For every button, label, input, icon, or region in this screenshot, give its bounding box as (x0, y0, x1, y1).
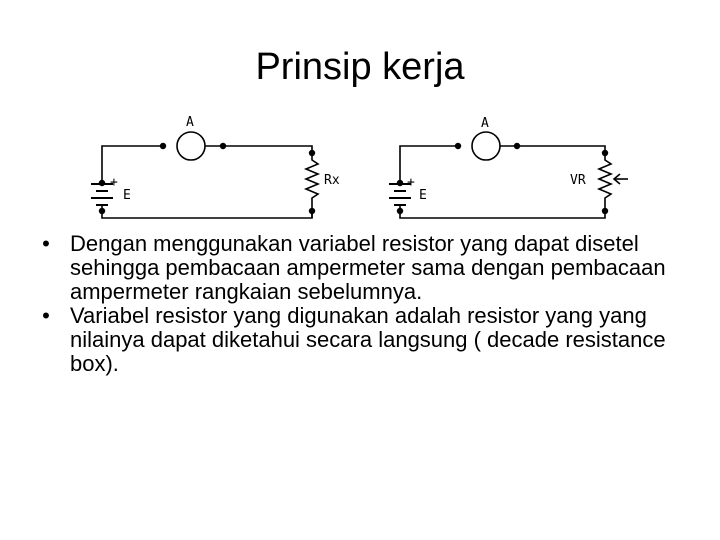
left-circuit-wires (101, 145, 313, 219)
left-ammeter (176, 131, 206, 161)
bullet-item: • Variabel resistor yang digunakan adala… (36, 304, 686, 376)
left-resistor-label: Rx (324, 173, 340, 188)
slide-title: Prinsip kerja (255, 46, 465, 88)
right-polarity-label: + (407, 175, 415, 190)
bullet-marker: • (42, 303, 50, 328)
bullet-item: • Dengan menggunakan variabel resistor y… (36, 232, 686, 304)
left-ammeter-label: A (186, 115, 194, 130)
right-ammeter (471, 131, 501, 161)
right-variable-resistor (596, 153, 614, 211)
right-resistor-label: VR (570, 173, 586, 188)
bullet-text: Variabel resistor yang digunakan adalah … (70, 303, 666, 376)
left-resistor-rx (303, 153, 321, 211)
variable-resistor-arrow-icon (612, 173, 628, 185)
left-polarity-label: + (110, 175, 118, 190)
junction-dots (98, 142, 609, 215)
circuit-diagrams: A + E Rx A + E VR (91, 115, 628, 219)
bullet-text: Dengan menggunakan variabel resistor yan… (70, 231, 666, 304)
bullet-list: • Dengan menggunakan variabel resistor y… (36, 232, 686, 376)
left-source-label: E (123, 188, 131, 203)
right-source-label: E (419, 188, 427, 203)
bullet-marker: • (42, 231, 50, 256)
right-ammeter-label: A (481, 116, 489, 131)
